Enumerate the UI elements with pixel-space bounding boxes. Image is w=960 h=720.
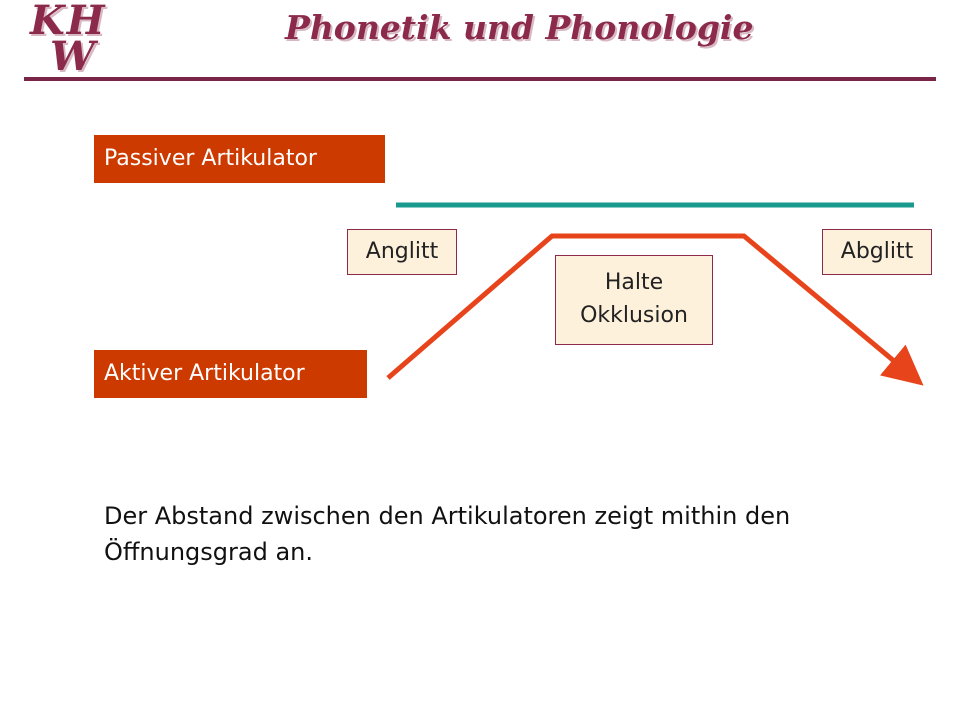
logo-line-2: W	[50, 33, 95, 80]
hold-phase-line-2: Okklusion	[580, 303, 688, 328]
hold-phase-label: Halte Okklusion	[555, 255, 713, 345]
khw-logo: KH W	[30, 0, 140, 80]
passive-articulator-label: Passiver Artikulator	[94, 135, 385, 183]
caption-text: Der Abstand zwischen den Artikulatoren z…	[104, 502, 791, 566]
active-articulator-label: Aktiver Artikulator	[94, 350, 367, 398]
logo-line-1: KH	[30, 0, 107, 44]
active-articulator-path	[386, 233, 924, 386]
offset-phase-label: Abglitt	[822, 229, 932, 275]
hold-phase-line-1: Halte	[604, 270, 664, 295]
header-divider	[24, 77, 936, 81]
page-title: Phonetik und Phonologie	[285, 8, 754, 47]
onset-phase-label: Anglitt	[347, 229, 457, 275]
